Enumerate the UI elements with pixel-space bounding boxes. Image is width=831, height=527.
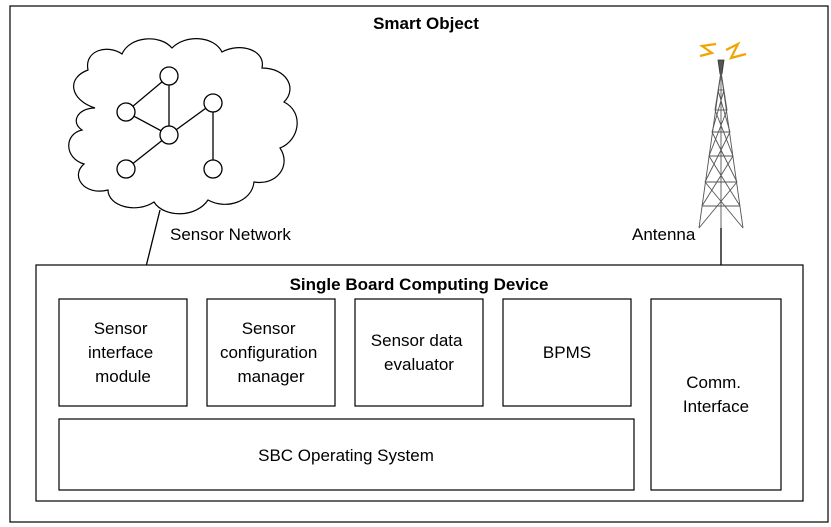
sensor-interface-module-label: Sensor interface module: [88, 319, 158, 386]
smart-object-title: Smart Object: [373, 14, 479, 33]
sbc-title: Single Board Computing Device: [290, 275, 549, 294]
comm-interface-label: Comm. Interface: [683, 373, 749, 416]
sensor-interface-module-box: [58, 298, 188, 407]
bpms-label: BPMS: [543, 343, 591, 362]
sensor-network-graph: [116, 66, 223, 179]
sbc-os-box: [58, 418, 635, 491]
network-node: [116, 159, 136, 179]
network-node: [203, 159, 223, 179]
sensor-data-evaluator-label: Sensor data evaluator: [371, 331, 467, 374]
network-node: [203, 93, 223, 113]
network-node: [116, 102, 136, 122]
sbc-os-label: SBC Operating System: [258, 446, 434, 465]
bpms-box: [502, 298, 632, 407]
sensor-data-evaluator-box: [354, 298, 484, 407]
network-node: [159, 66, 179, 86]
sensor-network-label: Sensor Network: [170, 225, 291, 244]
antenna-icon: [698, 41, 747, 229]
sensor-configuration-manager-label: Sensor configuration manager: [220, 319, 322, 386]
comm-interface-box: [650, 298, 782, 491]
sensor-configuration-manager-box: [206, 298, 336, 407]
network-node: [159, 125, 179, 145]
antenna-label: Antenna: [632, 225, 696, 244]
